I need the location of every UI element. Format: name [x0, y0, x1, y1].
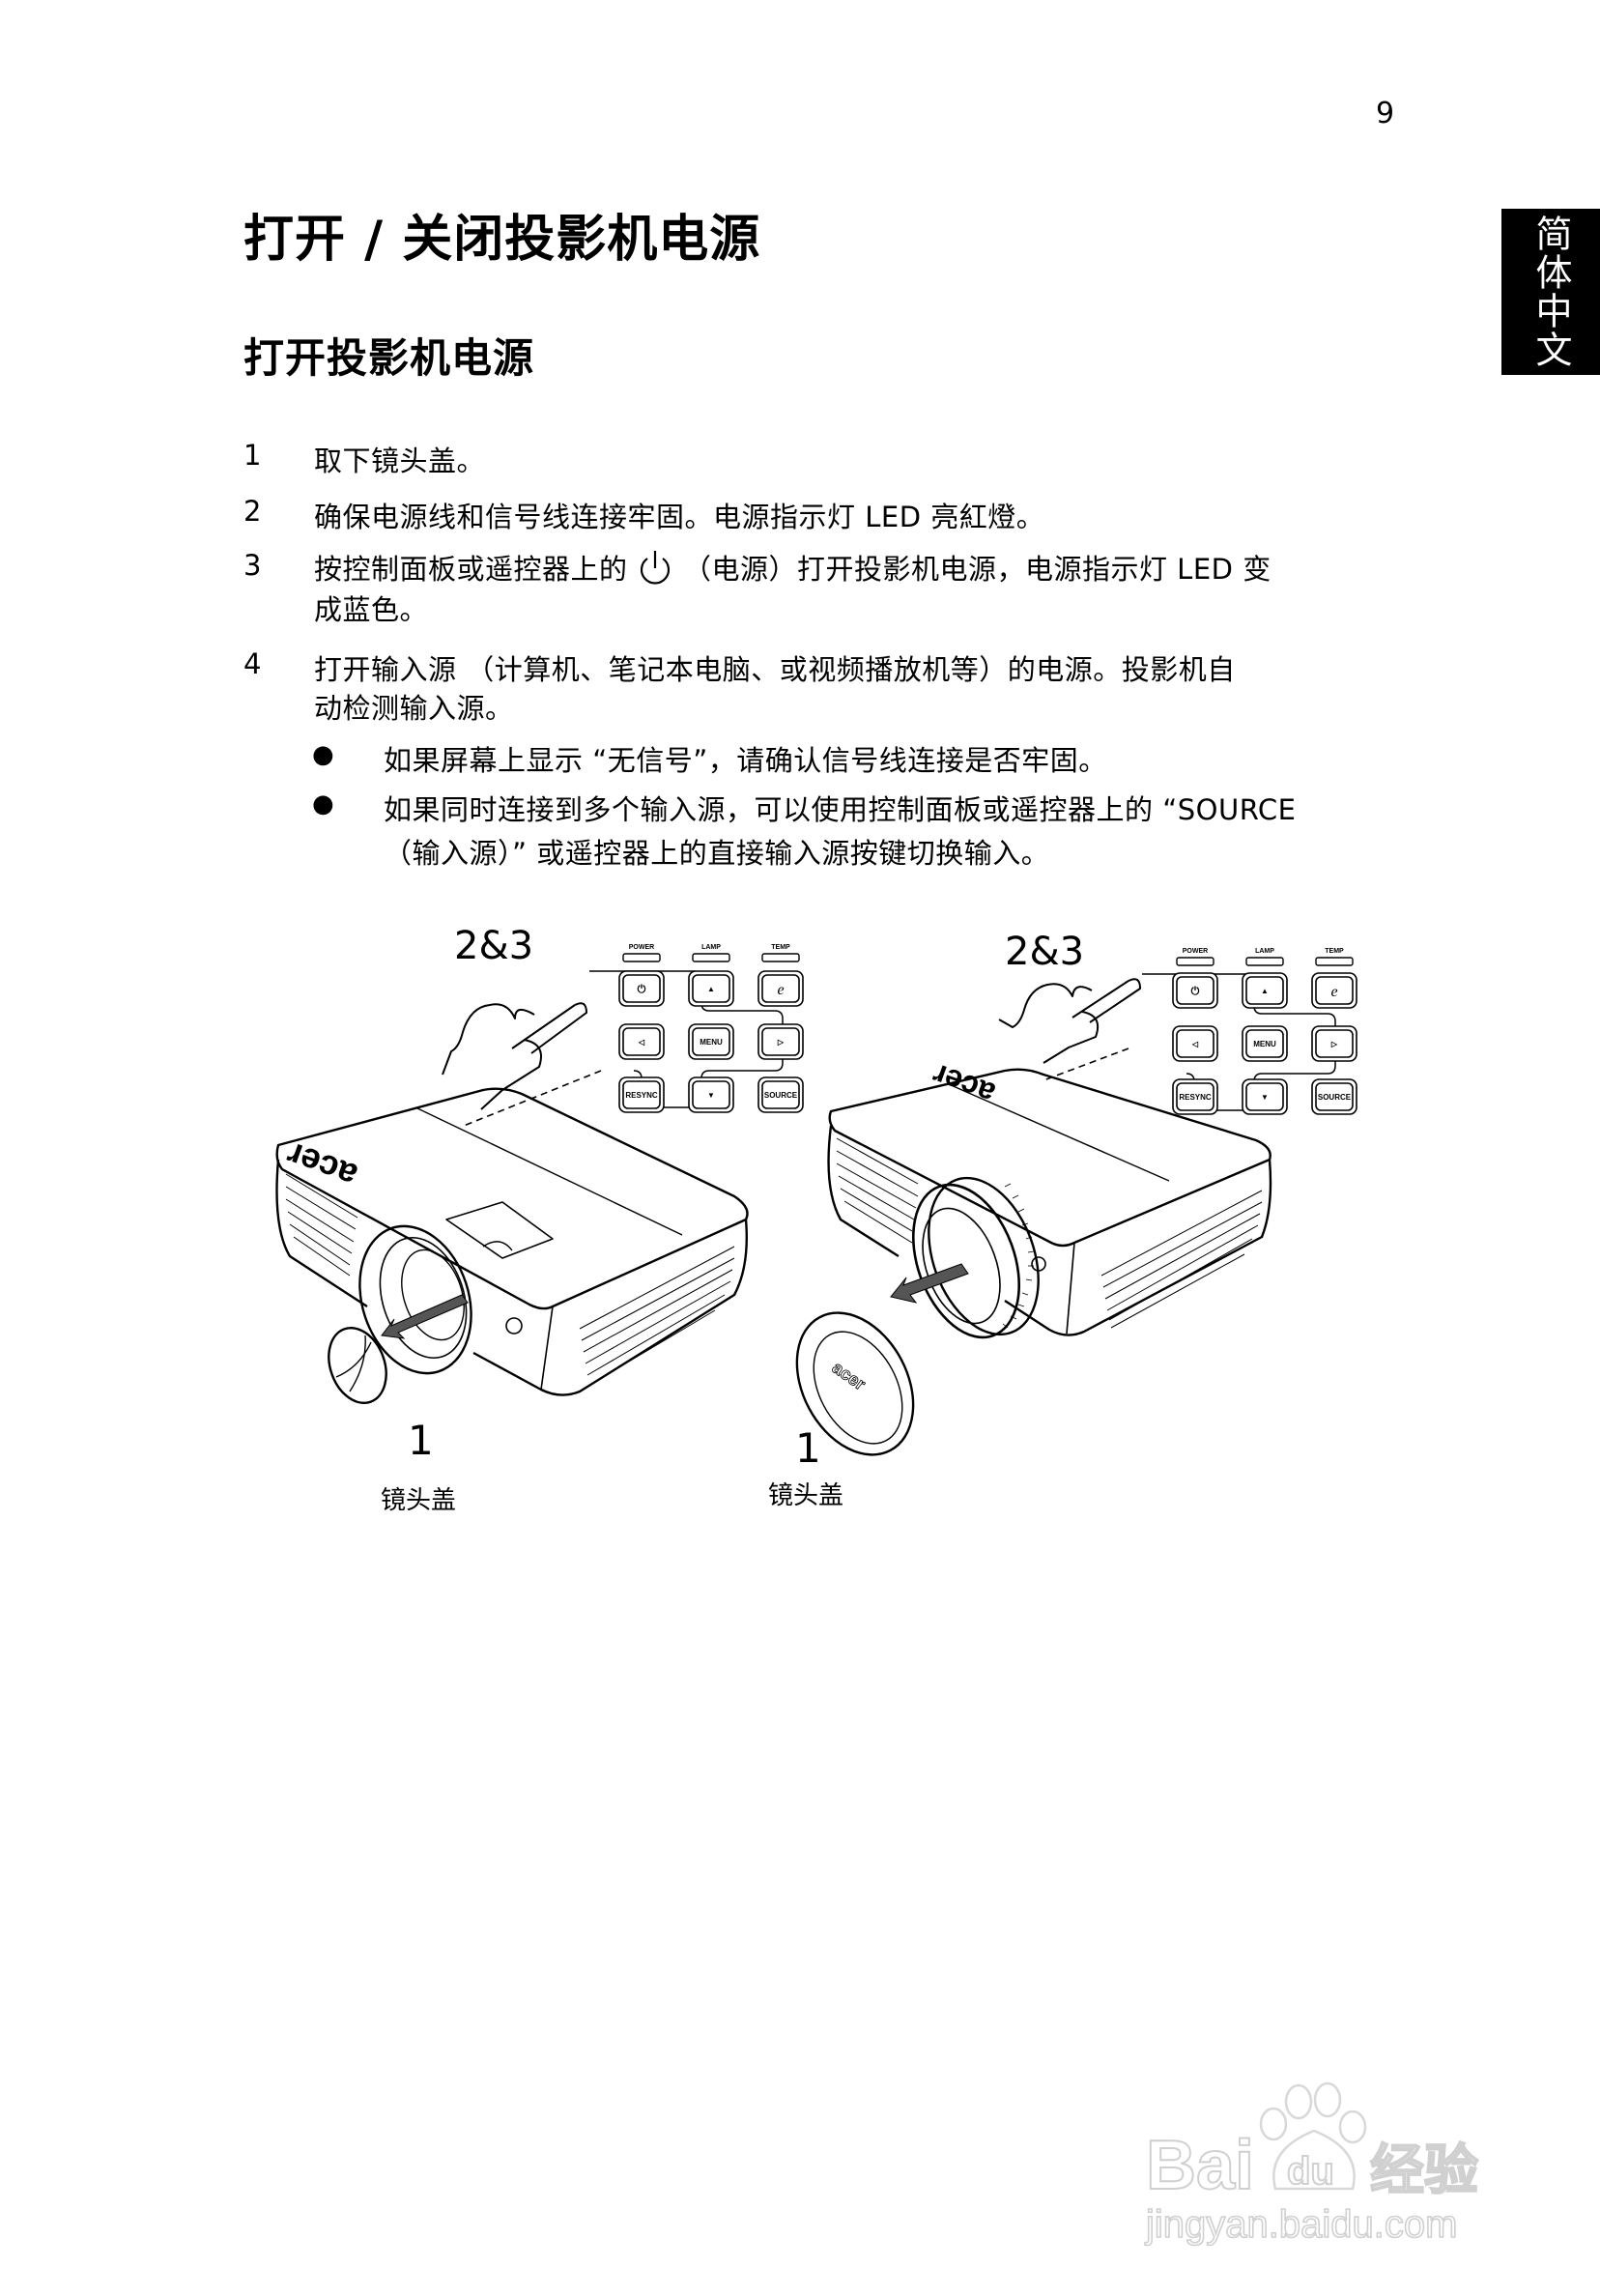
power-icon — [637, 550, 673, 588]
language-tab: 简体中文 — [1501, 209, 1600, 375]
svg-text:e: e — [1330, 984, 1337, 1000]
svg-text:LAMP: LAMP — [701, 944, 721, 951]
step-text: 按控制面板或遥控器上的 （电源）打开投影机电源，电源指示灯 LED 变 — [314, 547, 1271, 588]
callout-1: 1 — [795, 1424, 821, 1472]
lens-cap-caption: 镜头盖 — [768, 1481, 844, 1510]
projector-illustration-right: acer acer POWER LAMP TEMP ⏻ ▲ e ◁ MENU ▷… — [795, 948, 1357, 1456]
step-text: 打开输入源 （计算机、笔记本电脑、或视频播放机等）的电源。投影机自 — [314, 653, 1236, 686]
svg-text:MENU: MENU — [700, 1038, 723, 1047]
bullet-text-continuation: （输入源）” 或遥控器上的直接输入源按键切换输入。 — [384, 837, 1050, 870]
step-text-continuation: 成蓝色。 — [314, 593, 429, 626]
page-number: 9 — [1376, 97, 1395, 130]
step-text-pre: 按控制面板或遥控器上的 — [314, 553, 628, 586]
step-number: 3 — [243, 549, 262, 582]
svg-text:RESYNC: RESYNC — [1179, 1093, 1212, 1102]
svg-text:acer: acer — [928, 1057, 999, 1111]
svg-text:▲: ▲ — [1261, 987, 1269, 995]
lens-cap-caption: 镜头盖 — [381, 1486, 457, 1515]
svg-text:⏻: ⏻ — [638, 983, 646, 995]
callout-2-3: 2&3 — [454, 924, 534, 968]
svg-text:▼: ▼ — [1261, 1093, 1269, 1102]
step-text-post: （电源）打开投影机电源，电源指示灯 LED 变 — [682, 553, 1271, 586]
step-number: 2 — [243, 495, 262, 528]
baidu-paw-icon: Bai du 经验 jingyan.baidu.com — [1144, 2081, 1479, 2247]
svg-text:Bai: Bai — [1146, 2127, 1254, 2204]
svg-text:POWER: POWER — [629, 944, 654, 951]
svg-text:SOURCE: SOURCE — [1318, 1093, 1352, 1102]
svg-text:◁: ◁ — [1191, 1040, 1199, 1048]
bullet-text: 如果屏幕上显示 “无信号”，请确认信号线连接是否牢固。 — [384, 744, 1107, 777]
svg-text:◁: ◁ — [638, 1038, 645, 1047]
projector-illustration-left: acer POWER LAMP TEMP ⏻ ▲ e ◁ MENU ▷ RESY… — [275, 944, 804, 1404]
svg-text:RESYNC: RESYNC — [625, 1091, 658, 1100]
svg-text:▷: ▷ — [777, 1038, 785, 1047]
step-text: 取下镜头盖。 — [314, 445, 486, 477]
bullet-dot: ● — [312, 789, 334, 818]
svg-text:LAMP: LAMP — [1255, 948, 1274, 955]
callout-2-3: 2&3 — [1005, 930, 1085, 974]
svg-text:acer: acer — [829, 1358, 870, 1394]
svg-text:SOURCE: SOURCE — [764, 1091, 798, 1100]
svg-text:du: du — [1287, 2150, 1334, 2193]
step-text: 确保电源线和信号线连接牢固。电源指示灯 LED 亮紅燈。 — [314, 501, 1045, 533]
callout-1: 1 — [408, 1417, 434, 1464]
svg-text:▼: ▼ — [707, 1091, 715, 1100]
page-title: 打开 / 关闭投影机电源 — [243, 211, 761, 269]
step-text-continuation: 动检测输入源。 — [314, 692, 514, 725]
bullet-text: 如果同时连接到多个输入源，可以使用控制面板或遥控器上的 “SOURCE — [384, 793, 1297, 826]
svg-text:acer: acer — [281, 1134, 362, 1196]
step-number: 1 — [243, 439, 262, 472]
svg-text:⏻: ⏻ — [1191, 985, 1200, 997]
baidu-watermark: Bai du 经验 jingyan.baidu.com — [1130, 2053, 1517, 2247]
svg-text:e: e — [777, 982, 784, 998]
svg-text:POWER: POWER — [1183, 948, 1208, 955]
bullet-dot: ● — [312, 740, 334, 769]
svg-text:经验: 经验 — [1370, 2139, 1478, 2202]
svg-text:jingyan.baidu.com: jingyan.baidu.com — [1145, 2203, 1457, 2246]
section-title: 打开投影机电源 — [243, 334, 535, 382]
svg-text:▲: ▲ — [707, 985, 715, 993]
svg-text:TEMP: TEMP — [1325, 948, 1344, 955]
language-tab-label: 简体中文 — [1529, 215, 1572, 369]
svg-text:MENU: MENU — [1253, 1040, 1276, 1048]
svg-text:▷: ▷ — [1330, 1040, 1338, 1048]
step-number: 4 — [243, 647, 262, 680]
svg-text:TEMP: TEMP — [771, 944, 790, 951]
